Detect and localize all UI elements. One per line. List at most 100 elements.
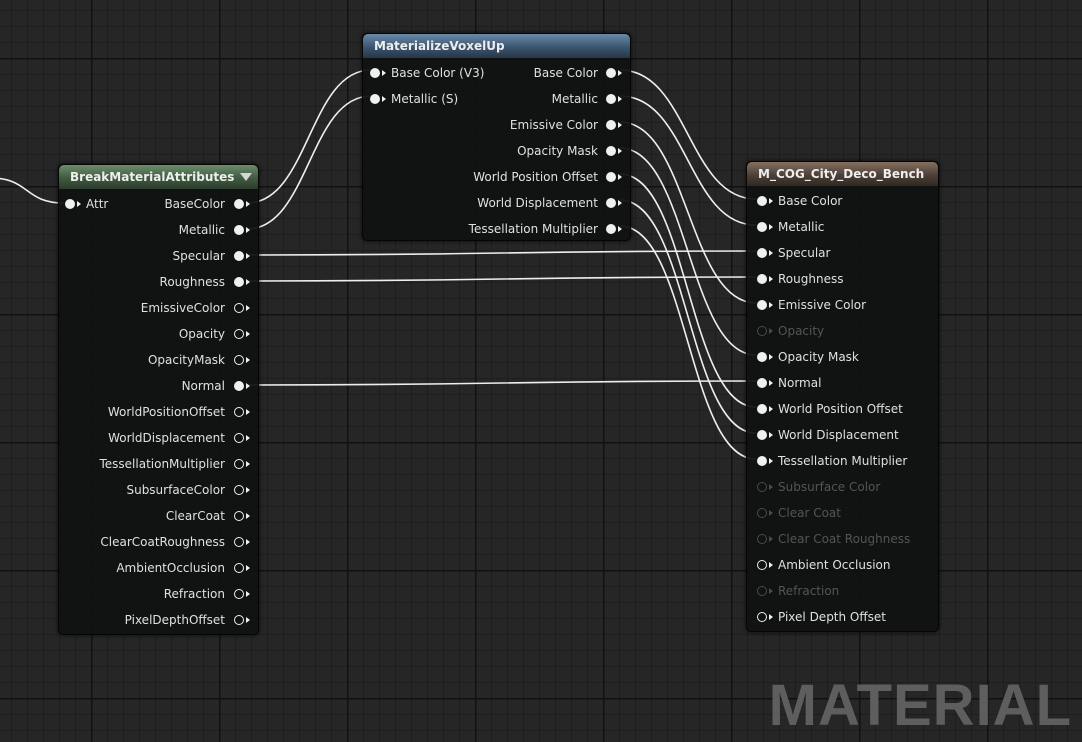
pin-connected-icon[interactable] [234, 225, 244, 235]
pin-open-icon[interactable] [234, 329, 244, 339]
pin-open-icon[interactable] [234, 303, 244, 313]
material-input-pin[interactable]: Subsurface Color [757, 474, 932, 500]
material-input-pin[interactable]: Refraction [757, 578, 932, 604]
wire-metallic-to-voxel [246, 95, 372, 230]
break-output-pin[interactable]: SubsurfaceColor [62, 477, 252, 503]
break-output-pin[interactable]: Normal [62, 373, 252, 399]
material-input-pin[interactable]: World Displacement [757, 422, 932, 448]
pin-connected-icon[interactable] [234, 251, 244, 261]
pin-connected-icon[interactable] [757, 274, 767, 284]
material-input-pin[interactable]: Normal [757, 370, 932, 396]
break-output-pin[interactable]: Opacity [62, 321, 252, 347]
voxel-node-header[interactable]: MaterializeVoxelUp [363, 34, 630, 58]
material-input-pin[interactable]: Ambient Occlusion [757, 552, 932, 578]
break-output-pin[interactable]: OpacityMask [62, 347, 252, 373]
pin-arrow-icon [769, 406, 773, 412]
material-input-pin[interactable]: Clear Coat Roughness [757, 526, 932, 552]
pin-open-icon[interactable] [757, 560, 767, 570]
pin-connected-icon[interactable] [370, 94, 380, 104]
pin-connected-icon[interactable] [606, 120, 616, 130]
pin-label: TessellationMultiplier [99, 457, 225, 471]
pin-open-icon[interactable] [234, 537, 244, 547]
voxel-input-pin[interactable]: Base Color (V3) [370, 60, 490, 86]
pin-connected-icon[interactable] [757, 430, 767, 440]
pin-open-icon[interactable] [234, 355, 244, 365]
pin-connected-icon[interactable] [757, 248, 767, 258]
pin-open-icon[interactable] [757, 612, 767, 622]
break-output-pin[interactable]: Roughness [62, 269, 252, 295]
material-input-pin[interactable]: Opacity [757, 318, 932, 344]
pin-open-icon[interactable] [234, 433, 244, 443]
voxel-output-pin[interactable]: Opacity Mask [474, 138, 624, 164]
pin-connected-icon[interactable] [757, 456, 767, 466]
break-output-pin[interactable]: ClearCoat [62, 503, 252, 529]
wire-metallic [619, 95, 757, 226]
material-input-pin[interactable]: Roughness [757, 266, 932, 292]
pin-connected-icon[interactable] [234, 277, 244, 287]
pin-connected-icon[interactable] [757, 404, 767, 414]
pin-connected-icon[interactable] [606, 172, 616, 182]
break-output-pin[interactable]: PixelDepthOffset [62, 607, 252, 633]
pin-connected-icon[interactable] [65, 199, 75, 209]
voxel-output-pin[interactable]: Tessellation Multiplier [469, 216, 624, 240]
pin-disabled-icon[interactable] [757, 534, 767, 544]
break-output-pin[interactable]: Refraction [62, 581, 252, 607]
pin-connected-icon[interactable] [606, 146, 616, 156]
material-input-pin[interactable]: Clear Coat [757, 500, 932, 526]
break-output-pin[interactable]: WorldDisplacement [62, 425, 252, 451]
pin-open-icon[interactable] [234, 563, 244, 573]
pin-open-icon[interactable] [234, 459, 244, 469]
pin-arrow-icon [769, 484, 773, 490]
pin-connected-icon[interactable] [757, 300, 767, 310]
voxel-output-pin[interactable]: Emissive Color [474, 112, 624, 138]
pin-connected-icon[interactable] [370, 68, 380, 78]
pin-disabled-icon[interactable] [757, 508, 767, 518]
material-input-pin[interactable]: Opacity Mask [757, 344, 932, 370]
break-output-pin[interactable]: EmissiveColor [62, 295, 252, 321]
material-input-pin[interactable]: Specular [757, 240, 932, 266]
material-input-pin[interactable]: Emissive Color [757, 292, 932, 318]
break-output-pin[interactable]: TessellationMultiplier [62, 451, 252, 477]
pin-disabled-icon[interactable] [757, 586, 767, 596]
voxel-output-pin[interactable]: Metallic [474, 86, 624, 112]
pin-open-icon[interactable] [234, 589, 244, 599]
material-input-pin[interactable]: Tessellation Multiplier [757, 448, 932, 474]
break-output-pin[interactable]: Metallic [62, 217, 252, 243]
pin-connected-icon[interactable] [757, 352, 767, 362]
material-input-pin[interactable]: Base Color [757, 188, 932, 214]
voxel-input-pin[interactable]: Metallic (S) [370, 86, 490, 112]
pin-open-icon[interactable] [234, 407, 244, 417]
pin-open-icon[interactable] [234, 615, 244, 625]
pin-connected-icon[interactable] [757, 222, 767, 232]
pin-connected-icon[interactable] [606, 68, 616, 78]
pin-disabled-icon[interactable] [757, 326, 767, 336]
break-output-pin[interactable]: WorldPositionOffset [62, 399, 252, 425]
voxel-output-pin[interactable]: World Displacement [474, 190, 624, 216]
break-input-attr[interactable]: Attr [65, 191, 145, 217]
materialize-voxel-up-node[interactable]: MaterializeVoxelUp Base Color (V3)Metall… [362, 33, 631, 241]
material-input-pin[interactable]: Pixel Depth Offset [757, 604, 932, 630]
break-output-pin[interactable]: AmbientOcclusion [62, 555, 252, 581]
pin-connected-icon[interactable] [757, 378, 767, 388]
break-output-pin[interactable]: ClearCoatRoughness [62, 529, 252, 555]
pin-connected-icon[interactable] [234, 381, 244, 391]
pin-connected-icon[interactable] [606, 198, 616, 208]
pin-connected-icon[interactable] [757, 196, 767, 206]
pin-connected-icon[interactable] [606, 224, 616, 234]
dropdown-arrow-icon[interactable] [240, 173, 252, 181]
break-output-pin[interactable]: BaseColor [62, 191, 252, 217]
material-input-pin[interactable]: Metallic [757, 214, 932, 240]
voxel-output-pin[interactable]: Base Color [474, 60, 624, 86]
pin-disabled-icon[interactable] [757, 482, 767, 492]
break-output-pin[interactable]: Specular [62, 243, 252, 269]
pin-open-icon[interactable] [234, 485, 244, 495]
pin-connected-icon[interactable] [234, 199, 244, 209]
break-node-header[interactable]: BreakMaterialAttributes [59, 165, 258, 189]
pin-connected-icon[interactable] [606, 94, 616, 104]
voxel-output-pin[interactable]: World Position Offset [473, 164, 624, 190]
pin-open-icon[interactable] [234, 511, 244, 521]
material-input-pin[interactable]: World Position Offset [757, 396, 932, 422]
material-node-header[interactable]: M_COG_City_Deco_Bench [747, 162, 938, 186]
